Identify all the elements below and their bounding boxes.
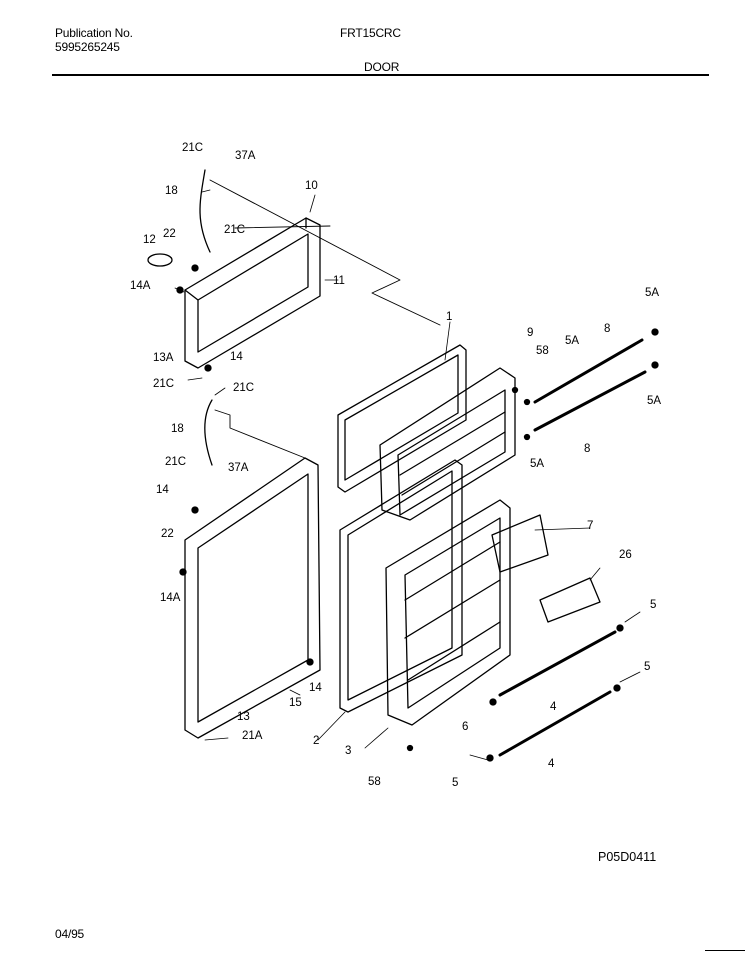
- callout-14: 14: [309, 682, 322, 694]
- callout-5: 5: [650, 599, 656, 611]
- dairy-door: [491, 514, 549, 573]
- callout-26: 26: [619, 549, 632, 561]
- callout-18: 18: [165, 185, 178, 197]
- callout-2: 2: [313, 735, 319, 747]
- callout-1: 1: [446, 311, 452, 323]
- callout-58: 58: [536, 345, 549, 357]
- model-number: FRT15CRC: [340, 26, 401, 40]
- callout-21A: 21A: [242, 730, 263, 742]
- callout-3: 3: [345, 745, 351, 757]
- callout-12: 12: [143, 234, 156, 246]
- wiring-harness-bottom: [204, 399, 213, 466]
- callout-5A: 5A: [647, 395, 661, 407]
- hinge-gasket-12: [147, 253, 173, 267]
- door-handles: [498, 338, 647, 757]
- callout-22: 22: [163, 228, 176, 240]
- callout-21C: 21C: [224, 224, 245, 236]
- callout-13: 13: [237, 711, 250, 723]
- callout-6: 6: [462, 721, 468, 733]
- callout-5A: 5A: [565, 335, 579, 347]
- lower-door-liner: [184, 457, 321, 739]
- callout-14: 14: [156, 484, 169, 496]
- callout-21C: 21C: [165, 456, 186, 468]
- callout-37A: 37A: [235, 150, 256, 162]
- callout-58: 58: [368, 776, 381, 788]
- publication-number: 5995265245: [55, 40, 120, 54]
- drawing-code: P05D0411: [598, 850, 657, 864]
- callout-37A: 37A: [228, 462, 249, 474]
- callout-21C: 21C: [182, 142, 203, 154]
- assembly-leader-lines: [209, 179, 441, 459]
- footer-mark: [705, 950, 745, 951]
- callout-5: 5: [452, 777, 458, 789]
- callout-13A: 13A: [153, 352, 174, 364]
- callout-5A: 5A: [530, 458, 544, 470]
- egg-bin: [539, 577, 601, 623]
- callout-18: 18: [171, 423, 184, 435]
- callout-8: 8: [604, 323, 610, 335]
- callout-10: 10: [305, 180, 318, 192]
- callout-14A: 14A: [130, 280, 151, 292]
- wiring-harness-top: [199, 169, 211, 253]
- callout-4: 4: [550, 701, 557, 713]
- callout-11: 11: [333, 275, 345, 287]
- callout-9: 9: [527, 327, 533, 339]
- door-gaskets: [337, 344, 467, 713]
- hardware-fasteners: [176, 264, 659, 762]
- callout-22: 22: [161, 528, 174, 540]
- section-title: DOOR: [364, 60, 400, 74]
- publication-label: Publication No.: [55, 26, 133, 40]
- lower-door-shell: [385, 499, 511, 726]
- callout-14A: 14A: [160, 592, 181, 604]
- header-rule: [52, 74, 709, 76]
- callout-15: 15: [289, 697, 302, 709]
- callout-8: 8: [584, 443, 590, 455]
- callout-7: 7: [587, 520, 593, 532]
- callout-5A: 5A: [645, 287, 659, 299]
- callout-21C: 21C: [153, 378, 174, 390]
- callout-labels: 21C 37A 18 10 21C 12 22 14A 11 13A 14 21…: [130, 142, 661, 789]
- revision-date: 04/95: [55, 927, 85, 941]
- callout-21C: 21C: [233, 382, 254, 394]
- callout-4: 4: [548, 758, 555, 770]
- callout-5: 5: [644, 661, 650, 673]
- upper-door-shell: [379, 367, 516, 521]
- callout-14: 14: [230, 351, 243, 363]
